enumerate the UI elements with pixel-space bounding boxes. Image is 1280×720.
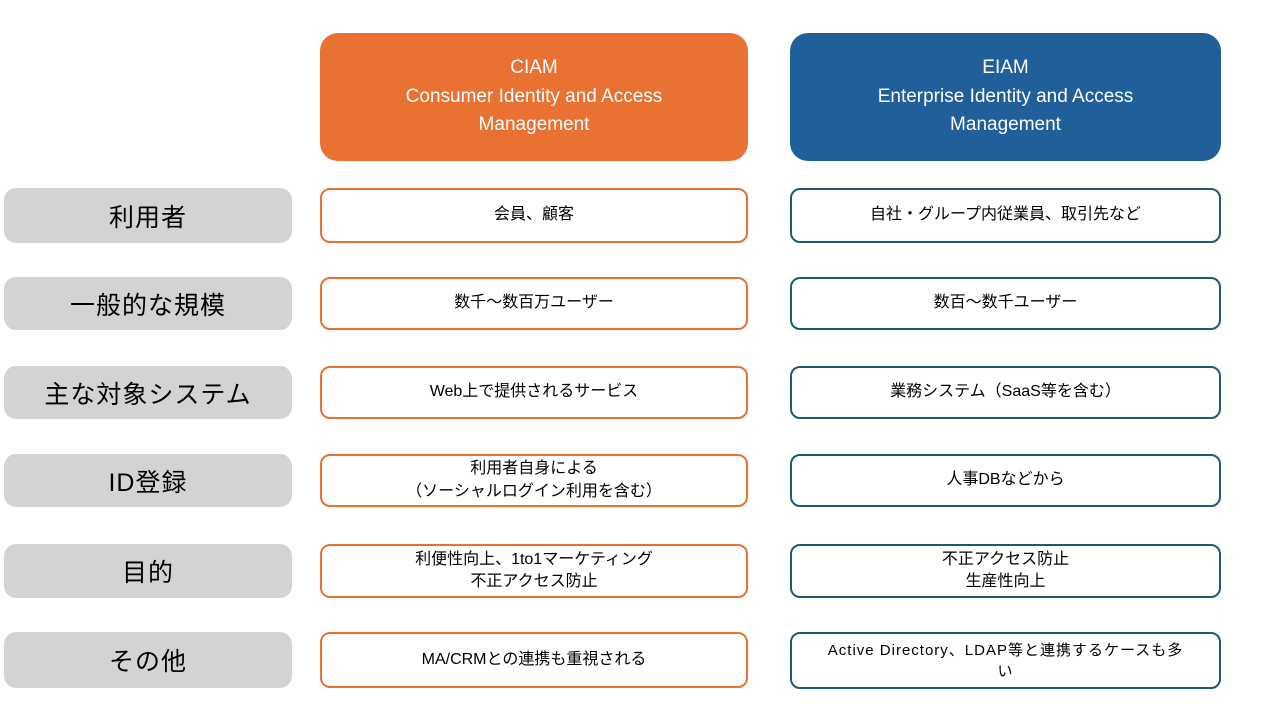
eiam-header-fullname: Enterprise Identity and Access Managemen… — [877, 85, 1134, 136]
ciam-header-fullname: Consumer Identity and Access Management — [405, 85, 663, 136]
row-label-other: その他 — [4, 632, 292, 688]
row-label-target-systems: 主な対象システム — [4, 366, 292, 419]
row-label-users: 利用者 — [4, 188, 292, 243]
row-label-id-registration: ID登録 — [4, 454, 292, 507]
eiam-header: EIAM Enterprise Identity and Access Mana… — [790, 33, 1221, 161]
ciam-header: CIAM Consumer Identity and Access Manage… — [320, 33, 748, 161]
cell-ciam-other: MA/CRMとの連携も重視される — [320, 632, 748, 688]
cell-eiam-scale: 数百～数千ユーザー — [790, 277, 1221, 330]
cell-eiam-users: 自社・グループ内従業員、取引先など — [790, 188, 1221, 243]
cell-eiam-other: Active Directory、LDAP等と連携するケースも多い — [790, 632, 1221, 689]
row-label-purpose: 目的 — [4, 544, 292, 598]
cell-ciam-purpose: 利便性向上、1to1マーケティング 不正アクセス防止 — [320, 544, 748, 598]
cell-ciam-users: 会員、顧客 — [320, 188, 748, 243]
cell-ciam-id-registration: 利用者自身による （ソーシャルログイン利用を含む） — [320, 454, 748, 507]
ciam-header-abbr: CIAM — [510, 57, 558, 79]
cell-ciam-target-systems: Web上で提供されるサービス — [320, 366, 748, 419]
eiam-header-abbr: EIAM — [982, 57, 1029, 79]
cell-eiam-purpose: 不正アクセス防止 生産性向上 — [790, 544, 1221, 598]
cell-eiam-target-systems: 業務システム（SaaS等を含む） — [790, 366, 1221, 419]
cell-ciam-scale: 数千～数百万ユーザー — [320, 277, 748, 330]
cell-eiam-id-registration: 人事DBなどから — [790, 454, 1221, 507]
row-label-scale: 一般的な規模 — [4, 277, 292, 330]
